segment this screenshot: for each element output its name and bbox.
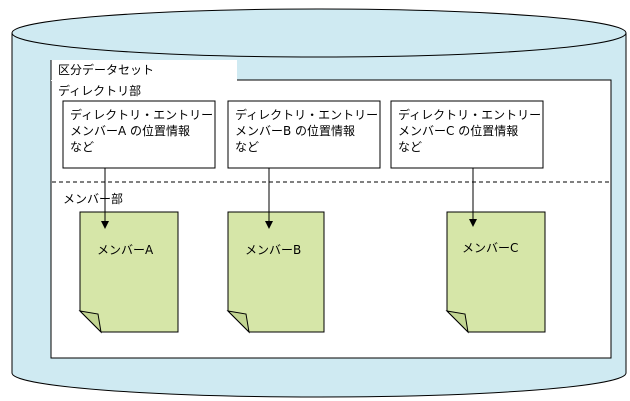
- directory-entry-box-b: [227, 100, 381, 169]
- directory-entry-b-line-2: メンバーB の位置情報: [235, 124, 356, 138]
- directory-entry-b-line-1: ディレクトリ・エントリー: [235, 108, 379, 122]
- member-document-c: [445, 211, 546, 334]
- directory-entry-box-a: [62, 100, 216, 169]
- member-document-b: [226, 211, 325, 334]
- directory-entry-c-line-1: ディレクトリ・エントリー: [398, 108, 542, 122]
- directory-entry-b: ディレクトリ・エントリー メンバーB の位置情報 など: [235, 107, 378, 155]
- dataset-title: 区分データセット: [58, 63, 155, 77]
- directory-entry-c: ディレクトリ・エントリー メンバーC の位置情報 など: [398, 107, 541, 155]
- dataset-title-tab: [51, 60, 237, 81]
- directory-section-label: ディレクトリ部: [58, 84, 142, 98]
- member-label-a: メンバーA: [97, 243, 154, 257]
- directory-entry-box-c: [390, 100, 544, 169]
- directory-entry-b-line-3: など: [235, 140, 260, 154]
- member-label-c: メンバーC: [462, 241, 519, 255]
- directory-entry-c-line-2: メンバーC の位置情報: [398, 124, 519, 138]
- member-document-a: [78, 211, 179, 334]
- directory-entry-c-line-3: など: [398, 140, 423, 154]
- cylinder-top: [11, 8, 627, 58]
- directory-entry-a-line-1: ディレクトリ・エントリー: [70, 108, 214, 122]
- member-section-label: メンバー部: [63, 192, 124, 206]
- directory-entry-a-line-3: など: [70, 140, 95, 154]
- member-label-b: メンバーB: [245, 243, 302, 257]
- directory-entry-a: ディレクトリ・エントリー メンバーA の位置情報 など: [70, 107, 213, 155]
- directory-entry-a-line-2: メンバーA の位置情報: [70, 124, 191, 138]
